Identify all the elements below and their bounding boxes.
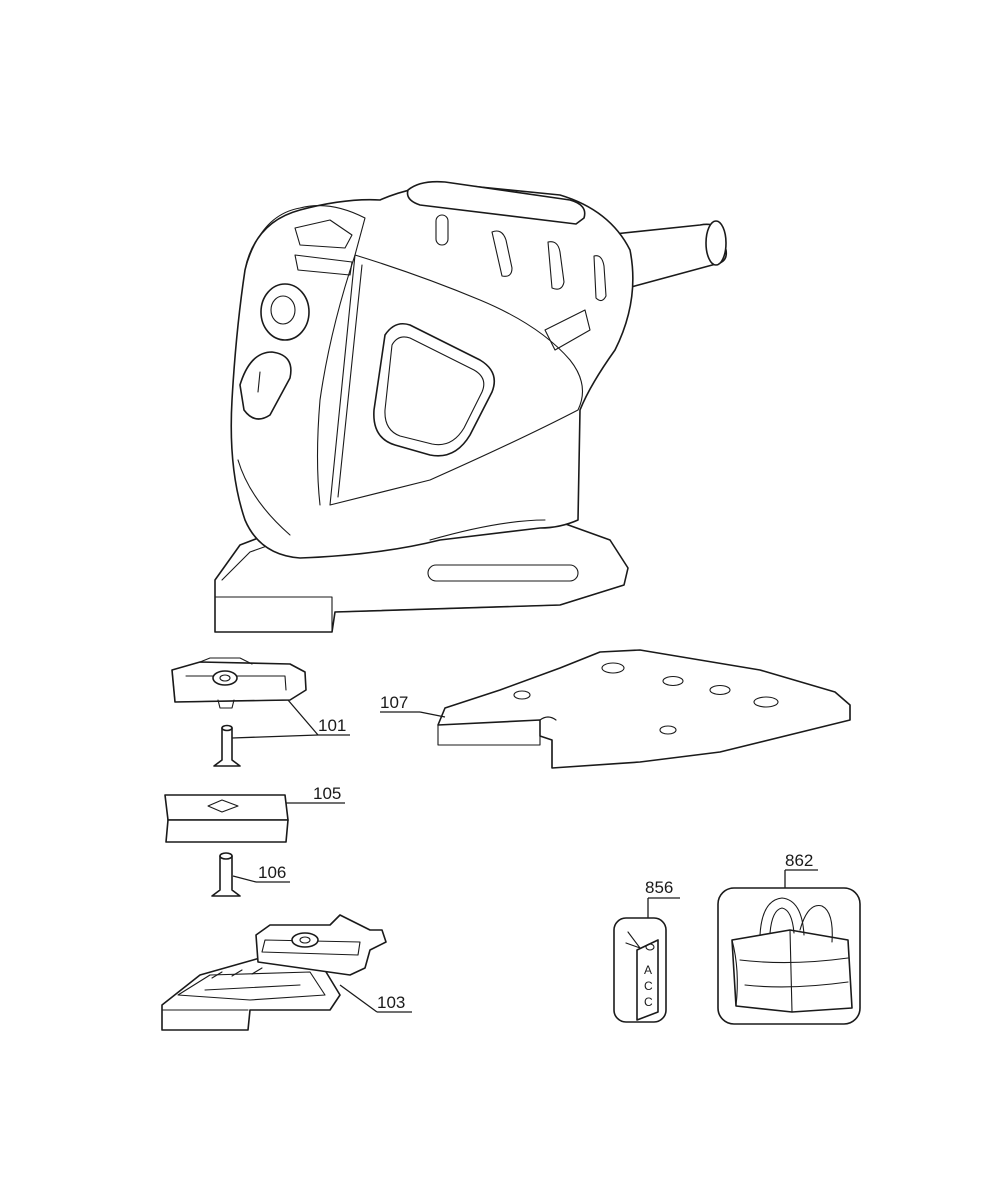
part-101-screw (213, 724, 241, 767)
label-106: 106 (258, 863, 286, 882)
label-101: 101 (318, 716, 346, 735)
part-107-sanding-sheet (437, 649, 851, 769)
label-103: 103 (377, 993, 405, 1012)
label-107: 107 (380, 693, 408, 712)
part-103-platen (161, 914, 387, 1031)
leader-101 (287, 699, 319, 736)
leader-103 (339, 984, 378, 1013)
part-106-screw (211, 852, 241, 897)
label-862: 862 (785, 851, 813, 870)
part-856-tag: A C C (613, 917, 667, 1023)
part-105-pad (164, 794, 289, 843)
tag-letter-2: C (644, 979, 653, 993)
leader-101b (231, 734, 319, 739)
tag-letter-1: A (644, 963, 652, 977)
label-105: 105 (313, 784, 341, 803)
leader-106 (232, 875, 257, 883)
part-862-bag (717, 887, 861, 1025)
sander-body (214, 180, 728, 633)
tag-letter-3: C (644, 995, 653, 1009)
leader-107b (419, 711, 446, 718)
label-856: 856 (645, 878, 673, 897)
part-101-clamp (171, 657, 307, 709)
